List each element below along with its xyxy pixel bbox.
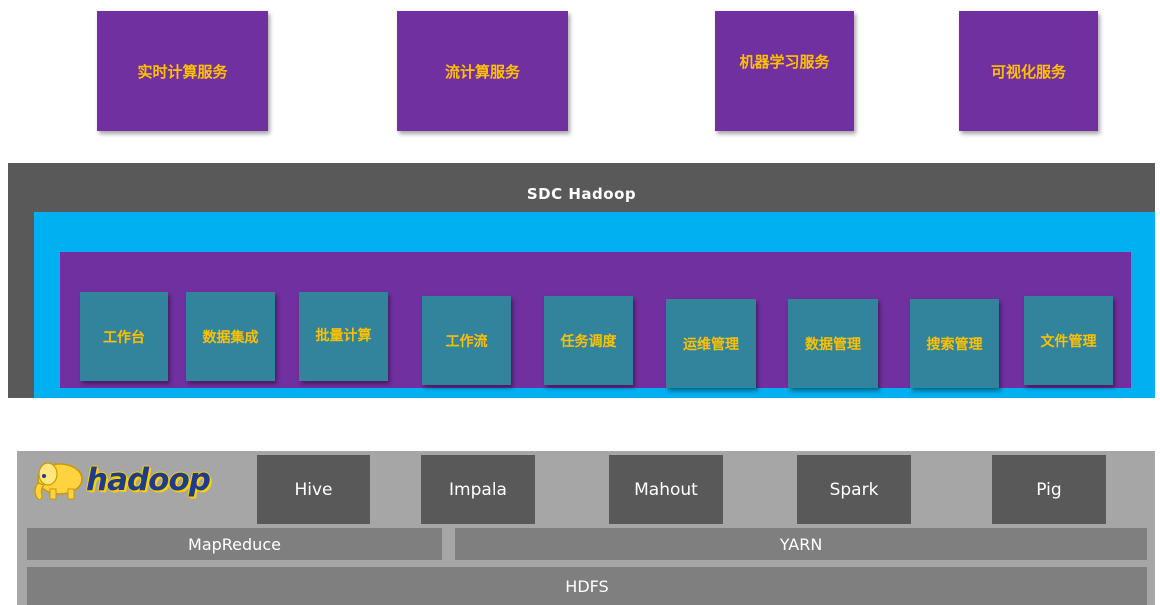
- module-search-management: 搜索管理: [910, 299, 999, 388]
- hdfs-label: HDFS: [565, 576, 609, 596]
- module-label: 批量计算: [315, 328, 372, 344]
- service-box-stream: 流计算服务: [397, 11, 568, 131]
- hdfs-layer: HDFS: [27, 567, 1147, 605]
- module-label: 数据管理: [805, 336, 861, 353]
- module-batch-compute: 批量计算: [299, 292, 388, 381]
- tool-label: Impala: [449, 479, 507, 500]
- service-box-realtime: 实时计算服务: [97, 11, 268, 131]
- service-box-ml: 机器学习服务: [715, 11, 854, 131]
- tool-spark: Spark: [797, 455, 911, 524]
- service-label: 流计算服务: [444, 62, 520, 81]
- module-label: 搜索管理: [926, 336, 983, 353]
- module-label: 运维管理: [683, 336, 739, 353]
- mapreduce-layer: MapReduce: [27, 528, 442, 560]
- tool-label: Mahout: [634, 479, 698, 500]
- module-workbench: 工作台: [80, 292, 168, 381]
- service-label: 机器学习服务: [739, 53, 830, 71]
- hadoop-logo: hadoop: [30, 455, 252, 505]
- module-task-scheduling: 任务调度: [544, 296, 633, 385]
- tool-pig: Pig: [992, 455, 1106, 524]
- module-label: 工作台: [103, 329, 145, 346]
- module-label: 工作流: [445, 333, 488, 350]
- yarn-label: YARN: [779, 534, 823, 554]
- sdc-title: SDC Hadoop: [526, 185, 637, 203]
- module-ops-management: 运维管理: [666, 299, 756, 388]
- elephant-icon: [34, 462, 83, 501]
- tool-impala: Impala: [421, 455, 535, 524]
- mapreduce-label: MapReduce: [188, 534, 281, 554]
- module-label: 任务调度: [560, 333, 617, 350]
- service-label: 可视化服务: [990, 62, 1066, 81]
- module-label: 文件管理: [1040, 333, 1097, 350]
- tool-label: Pig: [1036, 479, 1062, 500]
- hadoop-logo-text: hadoop: [86, 462, 211, 498]
- service-box-visualization: 可视化服务: [959, 11, 1098, 131]
- module-data-integration: 数据集成: [186, 292, 275, 381]
- module-data-management: 数据管理: [788, 299, 878, 388]
- yarn-layer: YARN: [455, 528, 1147, 560]
- service-label: 实时计算服务: [137, 62, 228, 81]
- module-label: 数据集成: [202, 329, 259, 346]
- tool-label: Spark: [829, 479, 879, 500]
- tool-hive: Hive: [257, 455, 370, 524]
- tool-mahout: Mahout: [609, 455, 723, 524]
- module-workflow: 工作流: [422, 296, 511, 385]
- module-file-management: 文件管理: [1024, 296, 1113, 385]
- tool-label: Hive: [294, 479, 333, 500]
